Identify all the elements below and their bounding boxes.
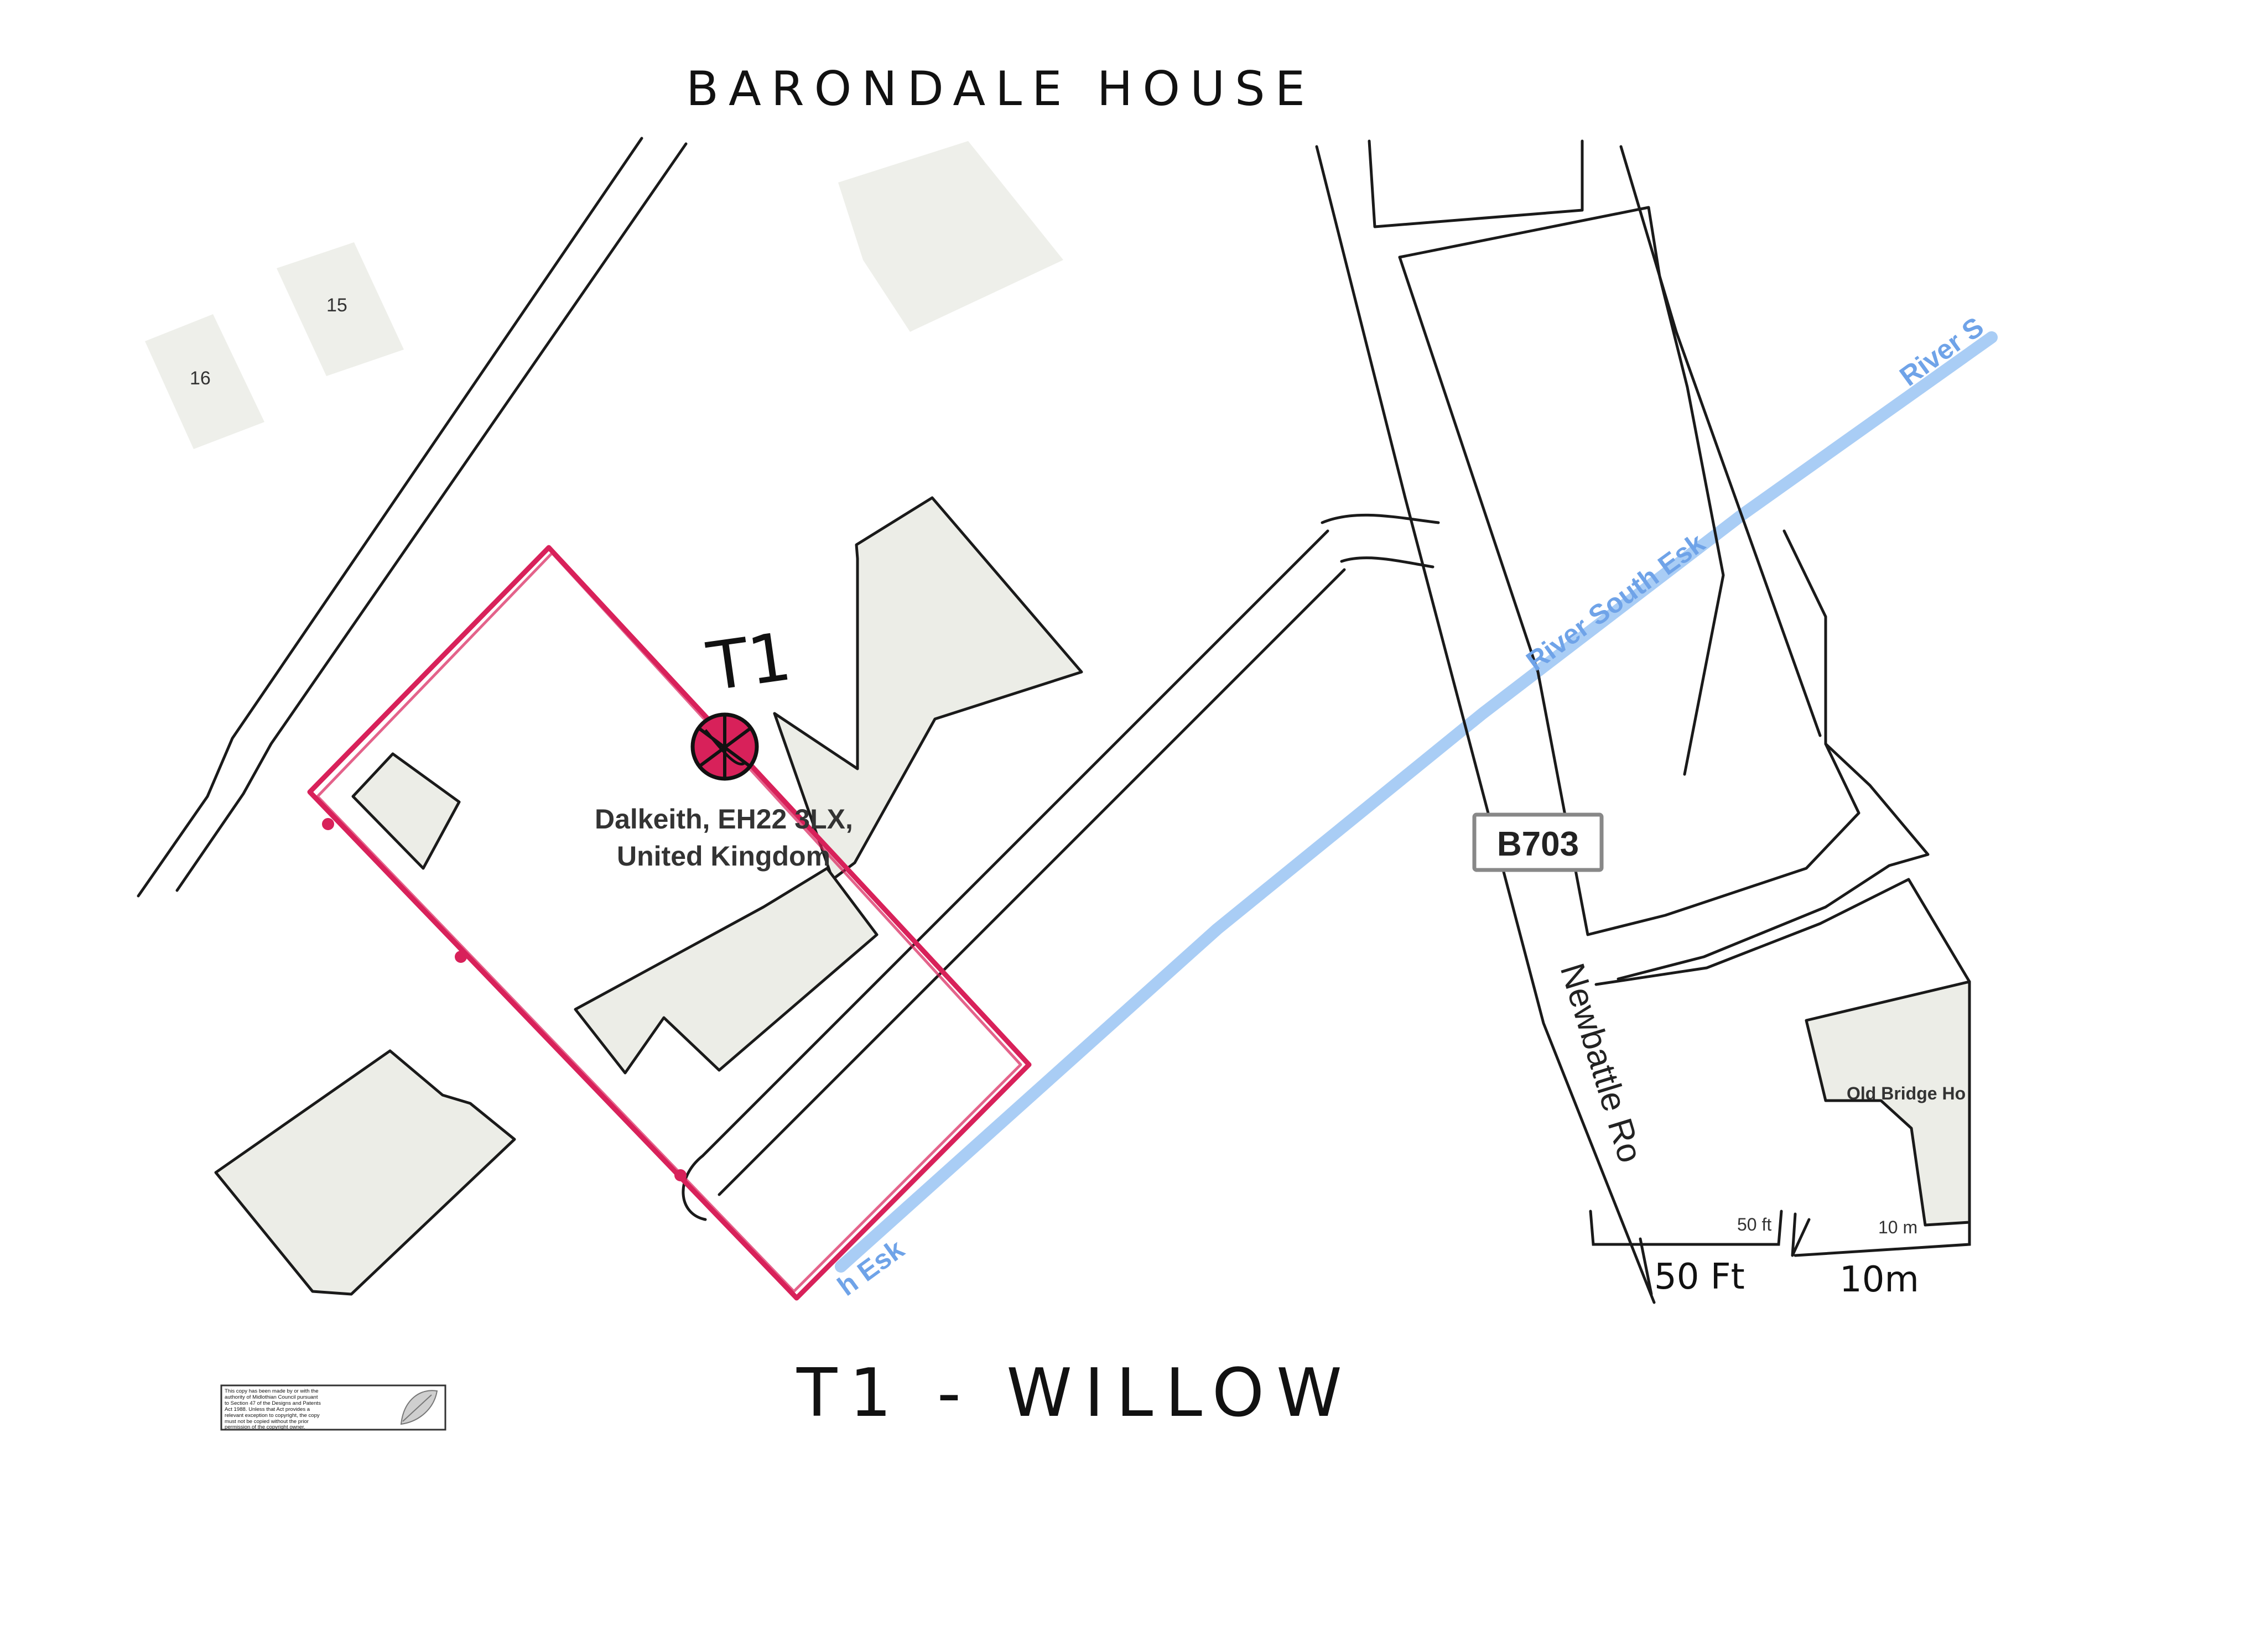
- copyright-line-5: relevant exception to copyright, the cop…: [225, 1413, 320, 1419]
- tree-t1-marker: [690, 712, 759, 781]
- location-line1: Dalkeith, EH22 3LX,: [595, 804, 853, 835]
- copyright-line-3: to Section 47 of the Designs and Patents: [225, 1400, 321, 1406]
- building-bottom-left: [214, 1049, 516, 1296]
- outlined-buildings: [214, 496, 1971, 1296]
- building-16: [145, 314, 264, 449]
- road-name: Newbattle Ro: [1553, 959, 1650, 1167]
- copyright-line-6: must not be copied without the prior: [225, 1419, 309, 1425]
- copyright-text: This copy has been made by or with the a…: [225, 1388, 321, 1430]
- boundary-markers: [322, 818, 687, 1181]
- newbattle-road: [1315, 139, 1971, 1304]
- scale-printed-m: 10 m: [1878, 1217, 1917, 1237]
- caption: T1 - WILLOW: [796, 1355, 1354, 1432]
- outbuilding: [351, 752, 461, 870]
- building-top: [838, 141, 1063, 332]
- building-lower: [574, 867, 879, 1075]
- site-title: BARONDALE HOUSE: [686, 61, 1315, 117]
- scale-hand-ft: 50 Ft: [1654, 1257, 1745, 1297]
- leaf-logo-icon: [400, 1390, 438, 1425]
- access-drive: [682, 513, 1440, 1221]
- river-south-esk: [835, 331, 1998, 1273]
- site-boundary: [307, 545, 1032, 1301]
- location-line2: United Kingdom: [617, 841, 830, 872]
- lane-left: [137, 137, 688, 898]
- copyright-notice: This copy has been made by or with the a…: [220, 1384, 446, 1431]
- copyright-line-2: authority of Midlothian Council pursuant: [225, 1394, 318, 1400]
- scale-bar: [1589, 1210, 1971, 1296]
- river-label-main: River South Esk: [1521, 527, 1711, 677]
- copyright-line-1: This copy has been made by or with the: [225, 1388, 319, 1394]
- building-label: Old Bridge Ho: [1847, 1083, 1966, 1103]
- scale-printed-ft: 50 ft: [1737, 1215, 1771, 1234]
- copyright-line-4: Act 1988. Unless that Act provides a: [225, 1406, 310, 1413]
- scale-hand-m: 10m: [1839, 1259, 1919, 1300]
- tree-tag: T1: [703, 618, 796, 706]
- building-15: [277, 242, 404, 376]
- building-old-bridge-house: [1805, 980, 1971, 1227]
- building-number-15: 15: [326, 295, 347, 316]
- road-shield: B703: [1472, 812, 1604, 872]
- road-shield-label: B703: [1497, 825, 1579, 863]
- copyright-line-7: permission of the copyright owner.: [225, 1424, 305, 1430]
- faded-buildings: [145, 141, 1063, 449]
- building-number-16: 16: [190, 368, 211, 389]
